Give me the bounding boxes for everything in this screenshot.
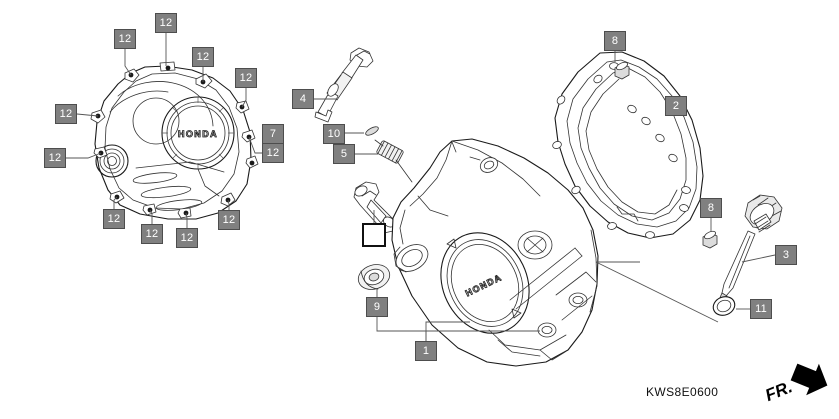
callout-4-gearshift-spindle[interactable]: 4	[292, 89, 314, 109]
left-cover-honda-emblem: HONDA	[178, 129, 218, 139]
callout-12-left-cover-bolt-top-center[interactable]: 12	[155, 13, 177, 33]
callout-12-left-cover-bolt-top-left[interactable]: 12	[114, 29, 136, 49]
callout-12-left-cover-bolt-bottom-left[interactable]: 12	[103, 209, 125, 229]
left-crankcase-cover-art: HONDA	[66, 33, 262, 228]
o-ring-art	[595, 261, 750, 323]
diagram-code-label: KWS8E0600	[646, 385, 719, 399]
right-crankcase-cover-art: HONDA	[376, 138, 640, 367]
dowel-pin-lower-art	[702, 218, 718, 249]
dowel-pin-upper-art	[614, 51, 630, 80]
left-cover-bolt-bosses	[90, 61, 259, 219]
return-spring-art	[355, 139, 413, 183]
left-cover-leader-lines	[66, 33, 262, 228]
dowel-pin-small-art	[345, 126, 379, 136]
callout-11-o-ring[interactable]: 11	[750, 299, 772, 319]
gearshift-spindle-art	[314, 47, 374, 123]
callout-12-left-cover-bolt-right[interactable]: 12	[262, 143, 284, 163]
callout-8-dowel-pin-upper[interactable]: 8	[604, 31, 626, 51]
callout-12-left-cover-bolt-left[interactable]: 12	[55, 104, 77, 124]
callout-1-right-crankcase-cover[interactable]: 1	[415, 341, 437, 361]
callout-12-left-cover-bolt-bottom-right[interactable]: 12	[218, 210, 240, 230]
callout-12-left-cover-bolt-upper-right[interactable]: 12	[235, 68, 257, 88]
callout-12-left-cover-bolt-bottom-1[interactable]: 12	[141, 224, 163, 244]
callout-blank-shift-arm-blank[interactable]	[362, 223, 386, 247]
callout-2-crankcase-cover-gasket[interactable]: 2	[665, 96, 687, 116]
callout-9-oil-seal-bearing[interactable]: 9	[366, 297, 388, 317]
callout-12-left-cover-bolt-bottom-2[interactable]: 12	[176, 228, 198, 248]
callout-3-oil-level-gauge-dipstick[interactable]: 3	[775, 245, 797, 265]
callout-10-dowel-pin[interactable]: 10	[323, 124, 345, 144]
callout-7-left-cover-bolt-right[interactable]: 7	[262, 124, 284, 144]
gasket-bolt-holes	[552, 62, 691, 239]
callout-8-dowel-pin-lower[interactable]: 8	[700, 198, 722, 218]
oil-level-gauge-art	[718, 194, 783, 304]
oil-seal-bearing-art	[357, 264, 391, 297]
front-direction-arrow	[790, 363, 828, 396]
callout-12-left-cover-bolt-top-right[interactable]: 12	[192, 47, 214, 67]
callout-12-left-cover-bolt-lower-left[interactable]: 12	[44, 148, 66, 168]
callout-5-return-spring[interactable]: 5	[333, 144, 355, 164]
